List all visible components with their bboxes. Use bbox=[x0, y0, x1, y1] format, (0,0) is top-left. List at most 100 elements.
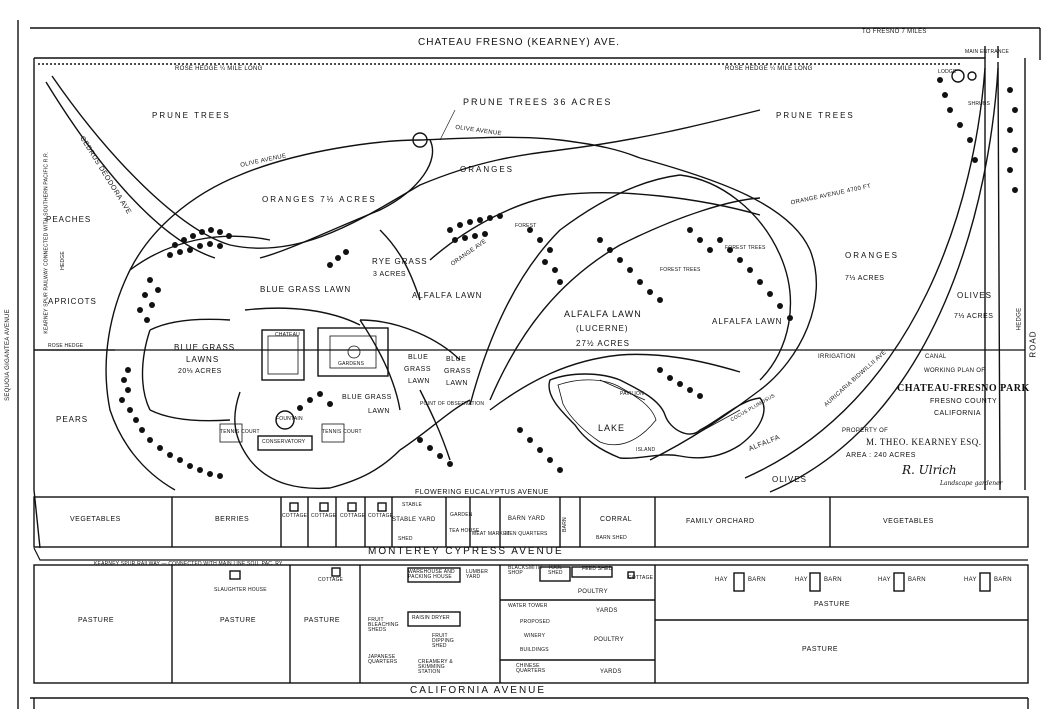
oranges-right-acres: 7⅓ ACRES bbox=[845, 275, 885, 282]
blue-grass-d: BLUE bbox=[446, 356, 467, 363]
olives-right: OLIVES bbox=[957, 291, 992, 300]
island-label: ISLAND bbox=[636, 447, 656, 453]
lumber-yard-label: LUMBER YARD bbox=[466, 569, 489, 580]
prune-trees-right: PRUNE TREES bbox=[776, 111, 855, 120]
yards-2: YARDS bbox=[600, 669, 622, 675]
cottage-4: COTTAGE bbox=[368, 513, 394, 519]
flowering-avenue-label: FLOWERING EUCALYPTUS AVENUE bbox=[415, 489, 549, 496]
barn-2: BARN bbox=[824, 577, 842, 583]
monterey-avenue-label: MONTEREY CYPRESS AVENUE bbox=[368, 546, 564, 557]
forest-trees-label-2: FOREST TREES bbox=[725, 245, 766, 251]
lower-grid-row1 bbox=[33, 496, 1029, 548]
men-quarters-label: MEN QUARTERS bbox=[505, 531, 548, 537]
poultry-2: POULTRY bbox=[594, 637, 624, 643]
blue-grass-lawns-label2: LAWNS bbox=[186, 355, 220, 364]
prune-trees-center: PRUNE TREES 36 ACRES bbox=[463, 97, 613, 107]
conservatory-label: CONSERVATORY bbox=[262, 439, 306, 445]
sequoia-label: SEQUOIA GIGANTEA AVENUE bbox=[4, 309, 11, 401]
garden-label: GARDEN bbox=[450, 512, 473, 518]
left-railway-label: KEARNEY SPUR RAILWAY CONNECTED WITH SOUT… bbox=[43, 151, 50, 334]
property-of-label: PROPERTY OF bbox=[842, 428, 889, 434]
cottage-2: COTTAGE bbox=[311, 513, 337, 519]
tennis-court-right: TENNIS COURT bbox=[322, 429, 362, 435]
alfalfa-acres-label: 27½ ACRES bbox=[576, 339, 630, 348]
state-label: CALIFORNIA bbox=[934, 410, 982, 417]
blue-grass-lawns-label: BLUE GRASS bbox=[174, 343, 236, 352]
family-orchard-label: FAMILY ORCHARD bbox=[686, 518, 755, 525]
rose-hedge-left: ROSE HEDGE ¼ MILE LONG bbox=[175, 66, 263, 72]
gardens-label: GARDENS bbox=[338, 361, 365, 367]
prune-trees-left: PRUNE TREES bbox=[152, 111, 231, 120]
hay-2: HAY bbox=[795, 577, 808, 583]
tree-cluster-north bbox=[119, 227, 232, 479]
chinese-quarters-label: CHINESE QUARTERS bbox=[516, 663, 546, 674]
buildings-label: BUILDINGS bbox=[520, 647, 549, 653]
signature: R. Ulrich bbox=[902, 463, 957, 477]
cottage-3: COTTAGE bbox=[340, 513, 366, 519]
raisin-dryer-label: RAISIN DRYER bbox=[412, 615, 450, 621]
water-tower-label: WATER TOWER bbox=[508, 603, 548, 609]
forest-trees-label: FOREST TREES bbox=[660, 267, 701, 273]
hay-4: HAY bbox=[964, 577, 977, 583]
pears-label: PEARS bbox=[56, 415, 89, 424]
canal-label: CANAL bbox=[925, 354, 947, 360]
shrubs-label: SHRUBS bbox=[968, 101, 991, 107]
alfalfa-lawn-center: ALFALFA LAWN bbox=[564, 309, 642, 319]
fountain-label: FOUNTAIN bbox=[276, 416, 303, 422]
shed-label: SHED bbox=[398, 536, 413, 542]
blue-grass-c: LAWN bbox=[408, 378, 430, 385]
peaches-label: PEACHES bbox=[46, 215, 92, 224]
berries-label: BERRIES bbox=[215, 516, 250, 523]
irrigation-label: IRRIGATION bbox=[818, 354, 856, 360]
blacksmith-label: BLACKSMITH SHOP bbox=[508, 565, 542, 576]
county-label: FRESNO COUNTY bbox=[930, 398, 998, 405]
blue-grass-f: LAWN bbox=[446, 380, 468, 387]
oranges-left: ORANGES 7⅓ ACRES bbox=[262, 195, 377, 204]
auricaria-avenue bbox=[769, 67, 999, 493]
meat-market-label: MEAT MARKET bbox=[472, 531, 510, 537]
olives-bottom: OLIVES bbox=[772, 475, 807, 484]
barn-yard-label: BARN YARD bbox=[508, 516, 546, 522]
rye-acres-label: 3 ACRES bbox=[373, 271, 407, 278]
oranges-right: ORANGES bbox=[845, 251, 900, 260]
chateau-label: CHATEAU bbox=[275, 332, 300, 338]
pasture-4: PASTURE bbox=[814, 601, 851, 608]
yards-1: YARDS bbox=[596, 608, 618, 614]
olives-right-acres: 7⅓ ACRES bbox=[954, 313, 994, 320]
point-observation-label: POINT OF OBSERVATION bbox=[420, 401, 485, 407]
california-avenue-label: CALIFORNIA AVENUE bbox=[410, 685, 547, 696]
apricots-label: APRICOTS bbox=[48, 297, 97, 306]
owner-label: M. THEO. KEARNEY ESQ. bbox=[866, 437, 982, 447]
railway-label: KEARNEY SPUR RAILWAY — CONNECTED WITH MA… bbox=[94, 561, 284, 567]
alfalfa-lawn-left: ALFALFA LAWN bbox=[412, 291, 483, 300]
blue-grass-g: BLUE GRASS bbox=[342, 394, 392, 401]
cottage-row2: COTTAGE bbox=[318, 577, 344, 583]
corral-label: CORRAL bbox=[600, 516, 633, 523]
hedge-right: HEDGE bbox=[1016, 307, 1023, 331]
pavilion-label: PAVILION bbox=[620, 391, 644, 397]
rose-hedge-right: ROSE HEDGE ¼ MILE LONG bbox=[725, 66, 813, 72]
tool-shed-label: TOOL SHED bbox=[548, 565, 563, 576]
gardener-label: Landscape gardener bbox=[940, 480, 1003, 487]
chateau-building bbox=[261, 329, 305, 381]
rye-grass-label: RYE GRASS bbox=[372, 257, 428, 266]
barn-label: BARN bbox=[561, 517, 568, 532]
cottage-1: COTTAGE bbox=[282, 513, 308, 519]
cottage-right: COTTAGE bbox=[628, 575, 654, 581]
fruit-dipping-label: FRUIT DIPPING SHED bbox=[432, 633, 454, 649]
blue-grass-acres-label: 20⅓ ACRES bbox=[178, 368, 222, 375]
area-label: AREA : 240 ACRES bbox=[846, 452, 916, 459]
working-plan-label: WORKING PLAN OF bbox=[924, 368, 986, 374]
hay-1: HAY bbox=[715, 577, 728, 583]
warehouse-label: WAREHOUSE AND PACKING HOUSE bbox=[408, 569, 455, 580]
hay-3: HAY bbox=[878, 577, 891, 583]
slaughter-house-label: SLAUGHTER HOUSE bbox=[214, 587, 267, 593]
main-entrance-label: MAIN ENTRANCE bbox=[965, 49, 1009, 55]
lake-outline bbox=[548, 373, 765, 460]
stable-yard-label: STABLE YARD bbox=[392, 517, 436, 523]
lake-label: LAKE bbox=[598, 423, 626, 433]
lower-grid-row2 bbox=[33, 564, 1029, 684]
barn-shed-label: BARN SHED bbox=[596, 535, 627, 541]
olive-avenue bbox=[51, 75, 761, 249]
